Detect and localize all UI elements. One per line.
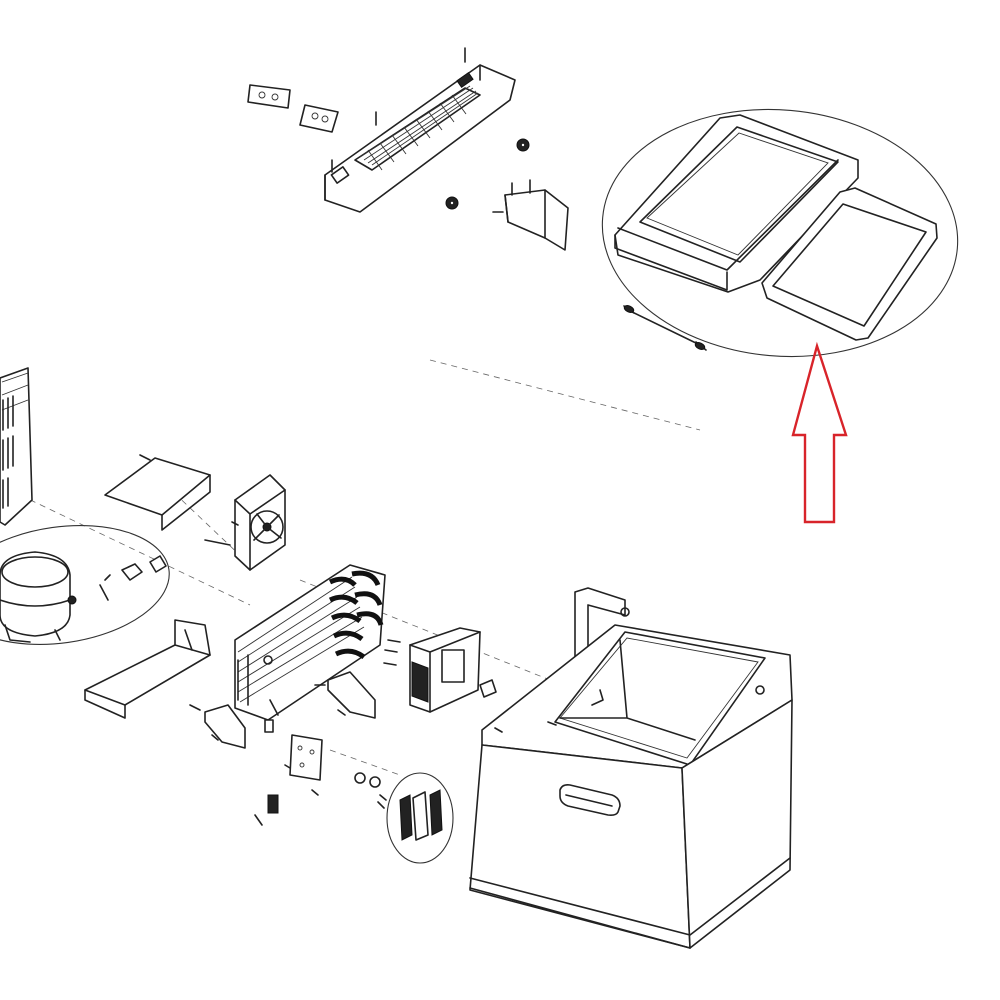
- side-panel-grille: [0, 367, 33, 526]
- electronics-module: [383, 627, 481, 713]
- compressor: [0, 551, 77, 643]
- relay-parts: [99, 555, 167, 601]
- lid-gasket: [761, 187, 938, 341]
- control-plate-b: [299, 104, 339, 133]
- vent-grille: [354, 85, 481, 171]
- compressor-detail-ellipse: [0, 525, 170, 645]
- control-panel-housing: [324, 47, 516, 213]
- small-gear-part-a: [516, 138, 530, 152]
- small-square-part: [479, 679, 497, 698]
- compressor-mount-plate: [84, 619, 211, 719]
- knob-parts: [354, 772, 387, 809]
- connector-detail-ellipse: [386, 772, 454, 864]
- highlight-ellipse: [601, 108, 959, 358]
- mount-bracket-b: [314, 671, 376, 719]
- small-clip: [264, 719, 274, 733]
- pcb-plate: [284, 734, 323, 796]
- pointer-arrow: [791, 341, 848, 524]
- terminal-block: [254, 794, 279, 826]
- lid-panel: [614, 114, 859, 293]
- hinge-rod: [623, 305, 707, 351]
- control-plate-a: [247, 84, 291, 109]
- mount-bracket-a: [189, 704, 246, 749]
- small-gear-part-b: [445, 196, 459, 210]
- cooler-cabinet: [469, 587, 793, 949]
- condenser-coil: [234, 564, 386, 721]
- bracket-box: [492, 179, 569, 251]
- fan: [204, 474, 286, 571]
- flat-panel: [104, 454, 211, 531]
